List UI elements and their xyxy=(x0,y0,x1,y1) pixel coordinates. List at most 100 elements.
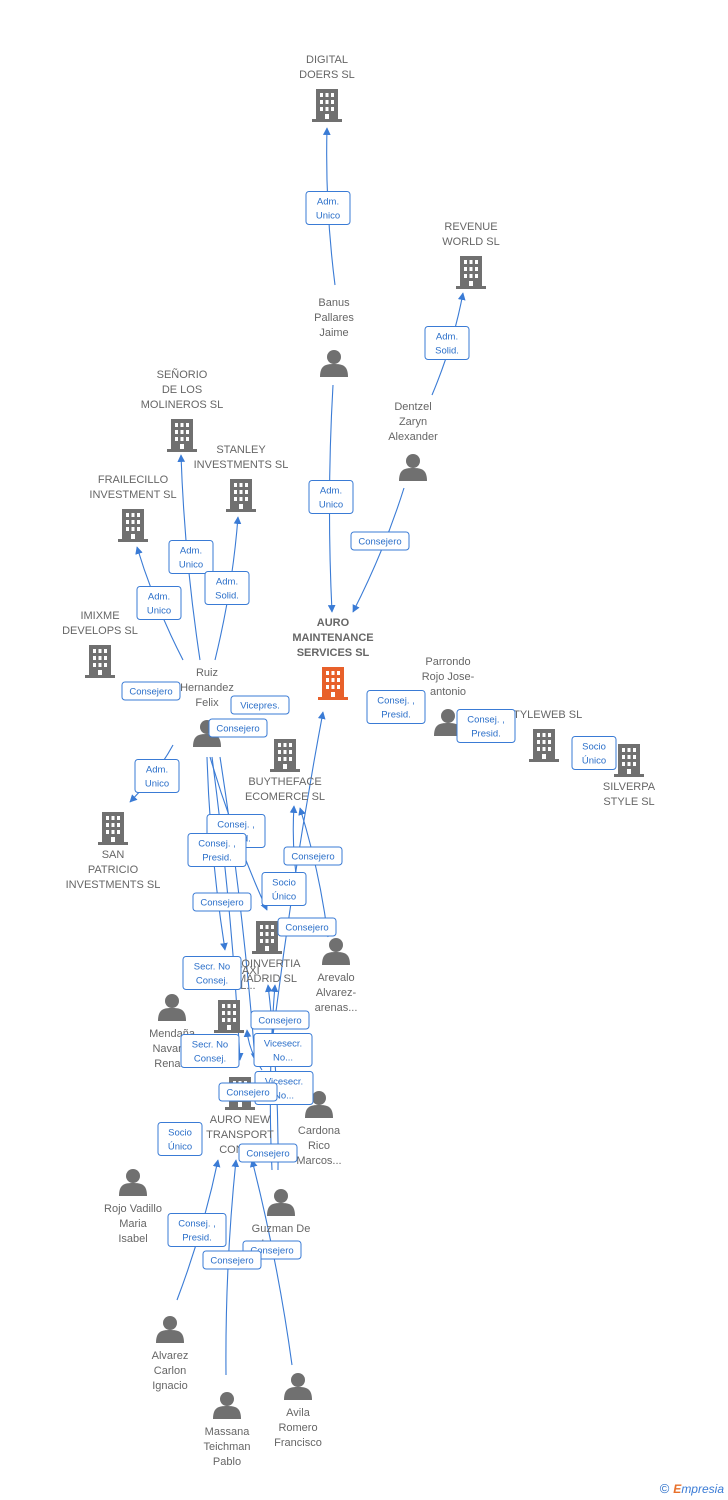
relation-label-r9[interactable]: Vicepres. xyxy=(230,695,290,715)
node-label-line: Zaryn xyxy=(399,416,427,428)
node-label-line: TRANSPORT xyxy=(206,1129,274,1141)
building-icon xyxy=(529,729,559,762)
relation-label-r19[interactable]: Consejero xyxy=(192,892,252,912)
relation-box xyxy=(366,690,426,724)
relation-label-r1[interactable]: Adm.Unico xyxy=(305,191,351,225)
relation-text: Unico xyxy=(179,560,203,571)
relation-text: Adm. xyxy=(317,197,339,208)
node-label-line: SEÑORIO xyxy=(157,368,208,381)
relation-text: No... xyxy=(274,1091,294,1102)
relation-label-r16[interactable]: Consej. ,Presid. xyxy=(187,833,247,867)
relation-text: Presid. xyxy=(381,710,411,721)
node-auronew[interactable]: AURO NEWTRANSPORTCONC... xyxy=(206,1077,274,1156)
relation-box xyxy=(121,681,181,701)
node-label-line: Rojo Vadillo xyxy=(104,1203,162,1215)
relation-box xyxy=(218,1082,278,1102)
relation-text: Adm. xyxy=(146,765,168,776)
person-icon xyxy=(213,1392,241,1419)
relation-label-r31[interactable]: Consejero xyxy=(202,1250,262,1270)
relation-label-r12[interactable]: Consej. ,Presid. xyxy=(456,709,516,743)
relation-label-r29[interactable]: Consej. ,Presid. xyxy=(167,1213,227,1247)
node-arevalo[interactable]: ArevaloAlvarez-arenas... xyxy=(315,938,358,1014)
relation-label-r4[interactable]: Consejero xyxy=(350,531,410,551)
node-label-line: Rico xyxy=(308,1140,330,1152)
node-label-line: Avila xyxy=(286,1407,311,1419)
relation-label-r7[interactable]: Adm.Unico xyxy=(136,586,182,620)
relation-text: Adm. xyxy=(148,592,170,603)
node-styleweb[interactable]: STYLEWEB SL xyxy=(506,709,582,762)
relation-text: Socio xyxy=(272,878,296,889)
node-label-line: AURO xyxy=(317,617,350,629)
building-icon xyxy=(456,256,486,289)
relation-label-r24[interactable]: Vicesecr.No... xyxy=(253,1033,313,1067)
node-label-line: Marcos... xyxy=(296,1155,341,1167)
node-label-line: INVESTMENT SL xyxy=(89,489,176,501)
relation-box xyxy=(187,833,247,867)
relation-box xyxy=(168,540,214,574)
relation-label-r26[interactable]: Consejero xyxy=(218,1082,278,1102)
relation-label-r17[interactable]: Consejero xyxy=(283,846,343,866)
relation-label-r10[interactable]: Consejero xyxy=(208,718,268,738)
node-label-line: BUYTHEFACE xyxy=(248,776,321,788)
node-cardona[interactable]: CardonaRicoMarcos... xyxy=(296,1091,342,1167)
relation-text: Socio xyxy=(582,742,606,753)
relation-text: Consejero xyxy=(216,724,259,735)
relation-label-r6[interactable]: Adm.Solid. xyxy=(204,571,250,605)
relation-text: Presid. xyxy=(202,853,232,864)
relation-text: Adm. xyxy=(180,546,202,557)
relation-label-r11[interactable]: Consej. ,Presid. xyxy=(366,690,426,724)
relation-label-r22[interactable]: Consejero xyxy=(250,1010,310,1030)
person-icon xyxy=(320,350,348,377)
relation-label-r3[interactable]: Adm.Unico xyxy=(308,480,354,514)
relation-label-r20[interactable]: Consejero xyxy=(277,917,337,937)
node-label-line: SAN xyxy=(102,849,125,861)
relation-box xyxy=(134,759,180,793)
relation-label-r28[interactable]: Consejero xyxy=(238,1143,298,1163)
relation-label-r8[interactable]: Consejero xyxy=(121,681,181,701)
brand-logo: Empresia xyxy=(673,1482,724,1496)
relation-box xyxy=(157,1122,203,1156)
node-label-line: Alvarez xyxy=(152,1350,189,1362)
relation-text: Consejero xyxy=(258,1016,301,1027)
relation-box xyxy=(283,846,343,866)
relation-box xyxy=(308,480,354,514)
relation-text: Consejero xyxy=(200,898,243,909)
footer-brand[interactable]: ©Empresia xyxy=(660,1481,724,1496)
relation-text: Único xyxy=(582,756,606,767)
relation-label-r14[interactable]: Adm.Unico xyxy=(134,759,180,793)
relation-label-r2[interactable]: Adm.Solid. xyxy=(424,326,470,360)
node-label-line: antonio xyxy=(430,686,466,698)
node-label-line: Massana xyxy=(205,1426,251,1438)
building-icon xyxy=(118,509,148,542)
node-label-line: MAINTENANCE xyxy=(292,632,373,644)
node-label-line: SILVERPA xyxy=(603,781,656,793)
node-label-line: Rojo Jose- xyxy=(422,671,475,683)
node-label-line: PATRICIO xyxy=(88,864,139,876)
node-label-line: INVESTMENTS SL xyxy=(194,459,289,471)
relation-label-r5[interactable]: Adm. Unico xyxy=(168,540,214,574)
